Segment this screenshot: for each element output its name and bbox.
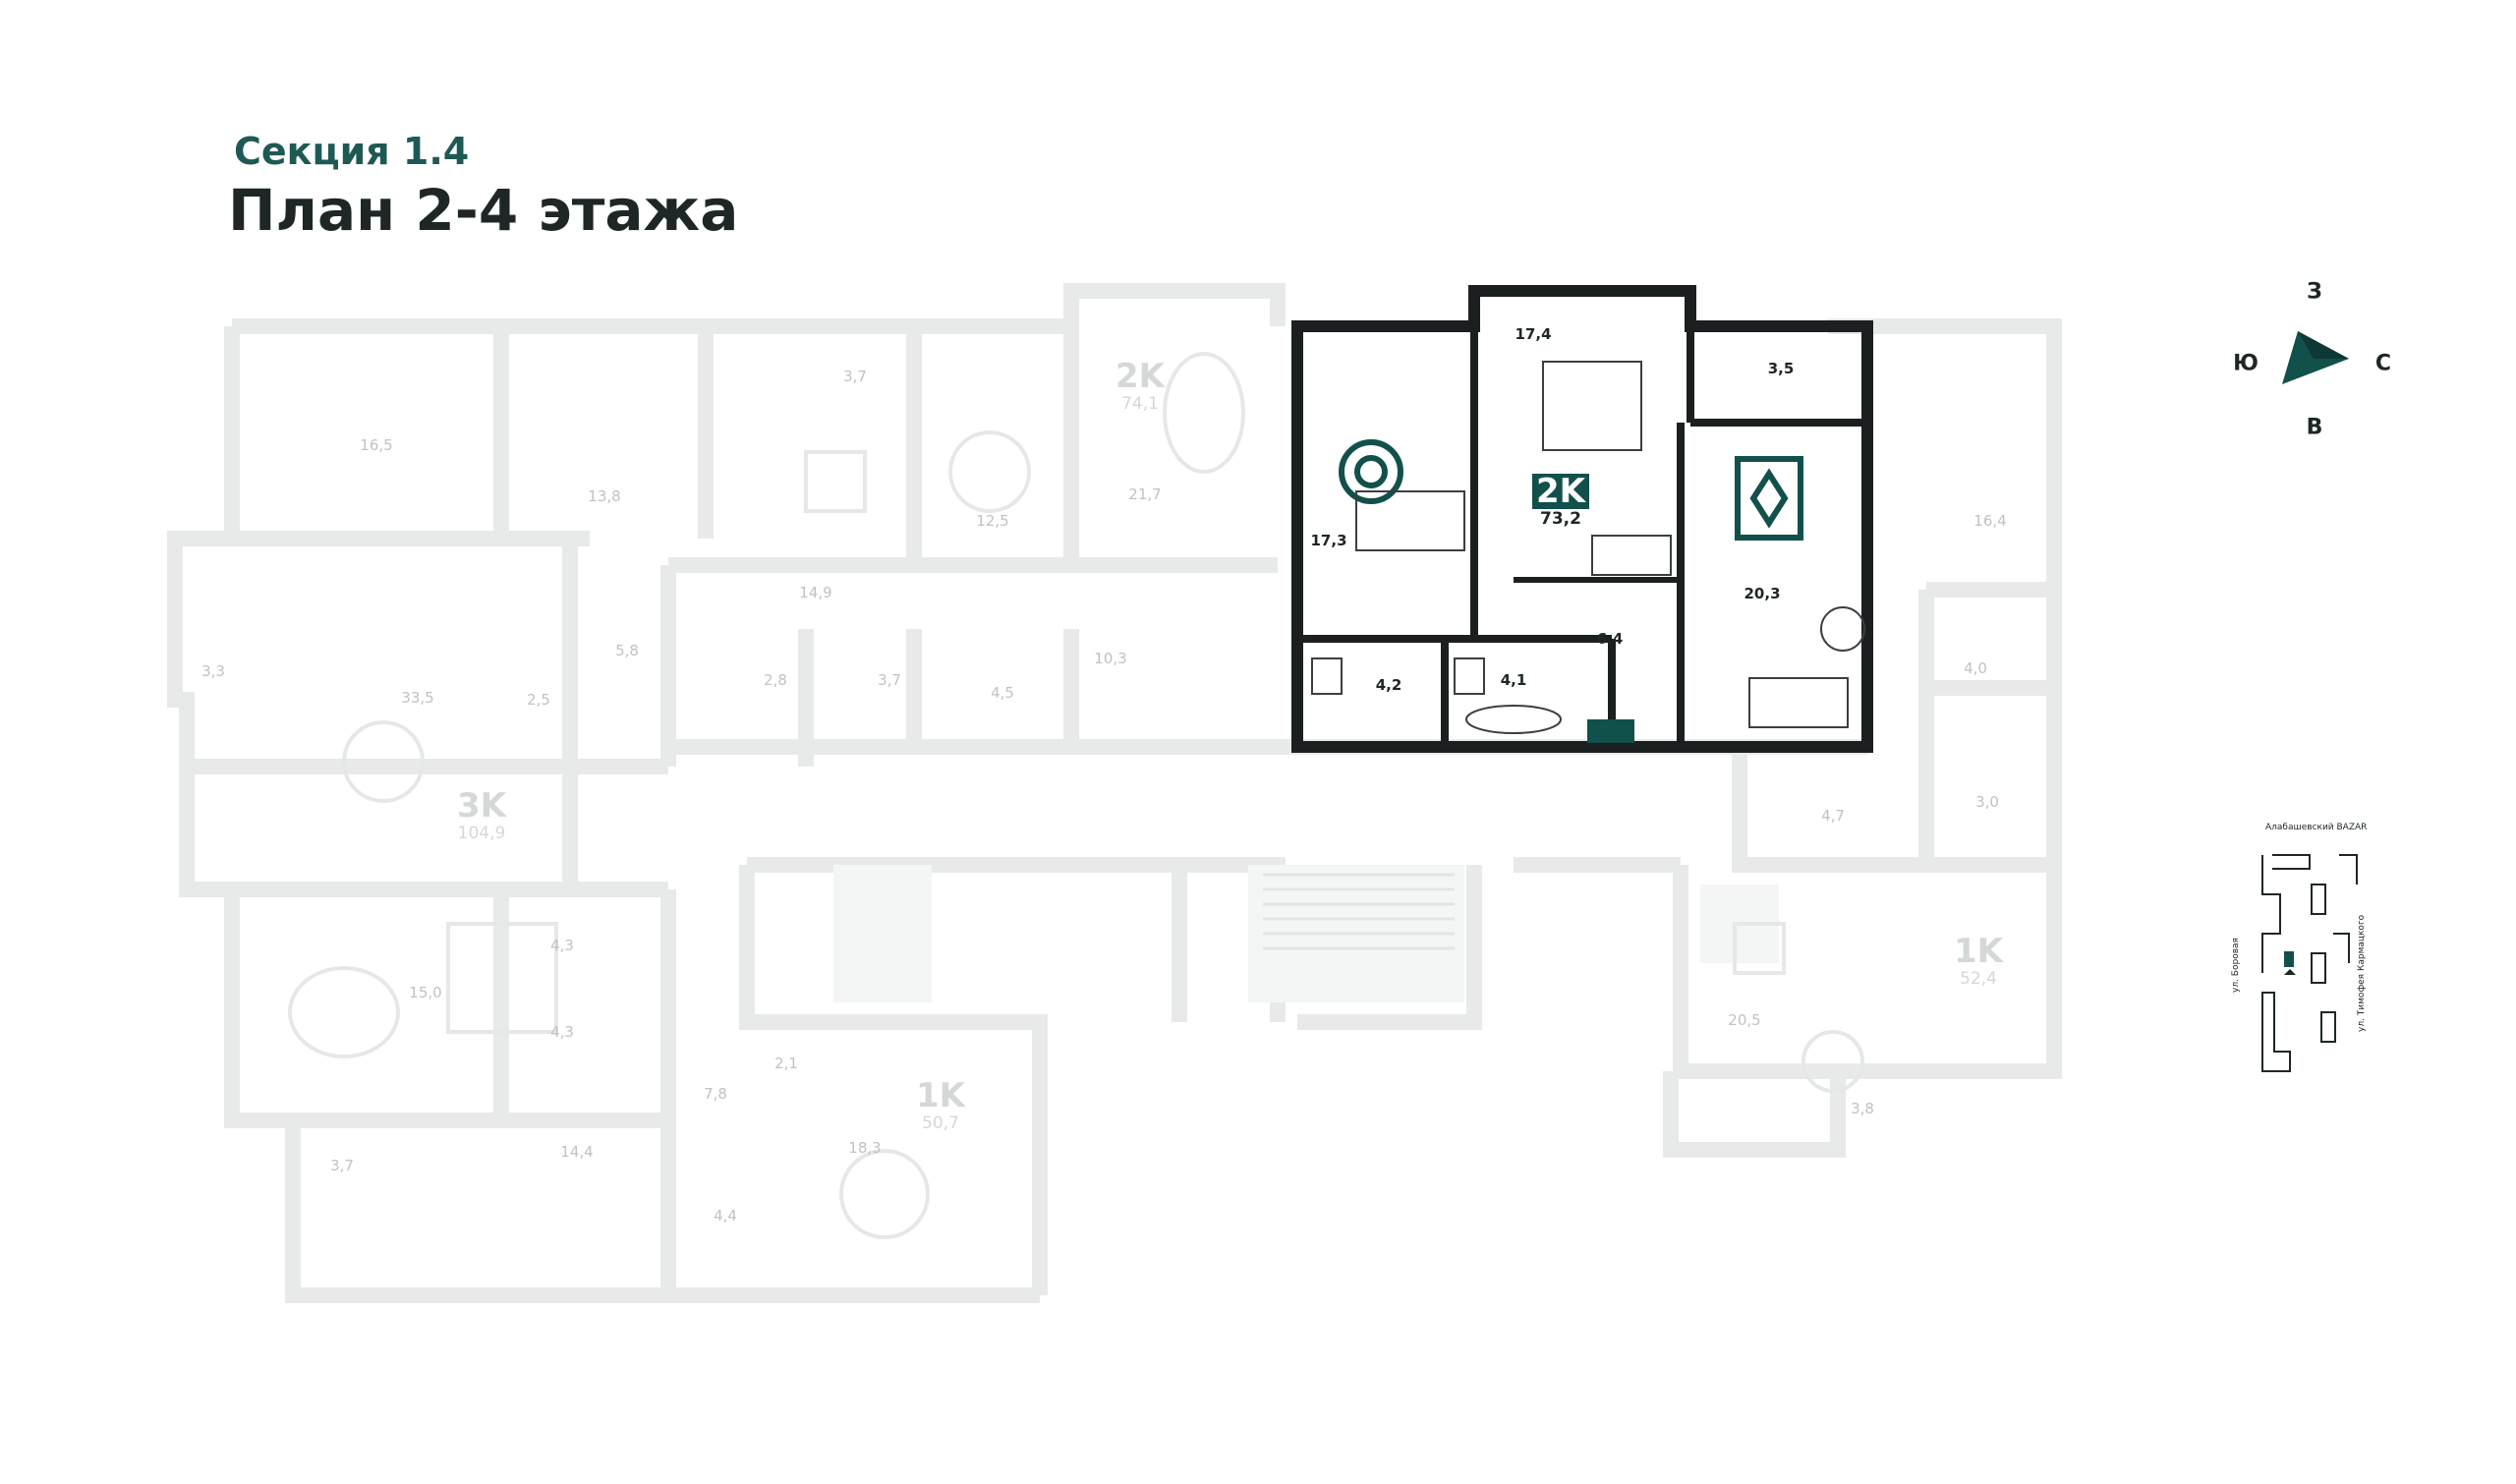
- apartment-type: 1K: [915, 1076, 966, 1115]
- room-area: 14,4: [560, 1143, 594, 1161]
- room-area: 16,4: [1973, 512, 2007, 530]
- room-area: 3,3: [201, 662, 225, 680]
- apartment-badge[interactable]: 1K 52,4: [1950, 934, 2007, 989]
- compass-east-label: С: [2374, 351, 2392, 376]
- room-area: 15,0: [409, 984, 442, 1001]
- apartment-type: 2K: [1115, 357, 1166, 396]
- room-area: 14,9: [799, 584, 832, 601]
- room-area: 18,3: [848, 1139, 882, 1157]
- room-area: 17,4: [1515, 325, 1552, 343]
- room-area: 4,0: [1964, 659, 1987, 677]
- apartment-area: 73,2: [1540, 509, 1581, 529]
- stairs: [1263, 873, 1455, 950]
- room-area: 3,7: [843, 368, 867, 385]
- room-area: 33,5: [401, 689, 434, 707]
- room-area: 3,0: [1975, 793, 1999, 811]
- room-area: 13,8: [588, 487, 621, 505]
- minimap-street-right: ул. Тимофея Кармацкого: [2357, 914, 2367, 1032]
- room-area: 4,5: [991, 684, 1014, 702]
- room-area: 5,8: [615, 642, 639, 659]
- apartment-area: 52,4: [1960, 969, 1997, 989]
- room-area: 4,3: [550, 937, 574, 954]
- compass-south-label: В: [2306, 415, 2323, 440]
- room-area: 3,8: [1851, 1100, 1874, 1117]
- room-area: 7,8: [704, 1085, 727, 1103]
- compass-west-label: Ю: [2233, 351, 2259, 376]
- room-area: 4,2: [1375, 676, 1402, 694]
- section-label: Секция 1.4: [234, 130, 470, 173]
- room-area: 3,5: [1767, 360, 1795, 377]
- room-area: 2,8: [764, 671, 787, 689]
- furniture-accent: [1339, 439, 1803, 541]
- minimap-street-left: ул. Боровая: [2231, 938, 2241, 993]
- apartment-badge[interactable]: 3K 104,9: [453, 788, 510, 843]
- room-area: 12,5: [976, 512, 1009, 530]
- page-title: План 2-4 этажа: [228, 177, 739, 244]
- apartment-type: 3K: [456, 786, 507, 826]
- room-area: 6,4: [1596, 630, 1624, 648]
- site-minimap: [2261, 854, 2358, 1072]
- compass-arrow-icon: [2282, 331, 2349, 384]
- inactive-furniture: [288, 352, 1864, 1239]
- room-area: 20,5: [1728, 1011, 1761, 1029]
- apartment-badge[interactable]: 1K 50,7: [912, 1078, 969, 1133]
- entry-mat: [1587, 719, 1634, 743]
- highlighted-apartment: [1291, 285, 1873, 753]
- room-area: 4,7: [1821, 807, 1845, 825]
- room-area: 3,7: [878, 671, 901, 689]
- room-area: 2,5: [527, 691, 550, 709]
- apartment-area: 74,1: [1121, 394, 1159, 414]
- apartment-type: 2K: [1531, 474, 1590, 509]
- room-area: 4,1: [1500, 671, 1527, 689]
- compass-north-label: З: [2307, 279, 2322, 305]
- apartment-badge[interactable]: 2K 74,1: [1112, 359, 1169, 414]
- apartment-type: 1K: [1953, 932, 2004, 971]
- room-area: 4,3: [550, 1023, 574, 1041]
- room-area: 2,1: [774, 1055, 798, 1072]
- minimap-landmark: Алабашевский BAZAR: [2265, 823, 2368, 832]
- room-area: 17,3: [1310, 532, 1347, 549]
- room-area: 3,7: [330, 1157, 354, 1174]
- room-area: 16,5: [360, 436, 393, 454]
- furniture-lines: [1311, 361, 1865, 734]
- room-area: 10,3: [1094, 650, 1127, 667]
- room-area: 21,7: [1128, 485, 1162, 503]
- apartment-badge-selected[interactable]: 2K 73,2: [1531, 474, 1590, 529]
- apartment-area: 104,9: [457, 824, 506, 843]
- apartment-area: 50,7: [922, 1113, 959, 1133]
- room-area: 4,4: [714, 1207, 737, 1225]
- room-area: 20,3: [1744, 585, 1781, 602]
